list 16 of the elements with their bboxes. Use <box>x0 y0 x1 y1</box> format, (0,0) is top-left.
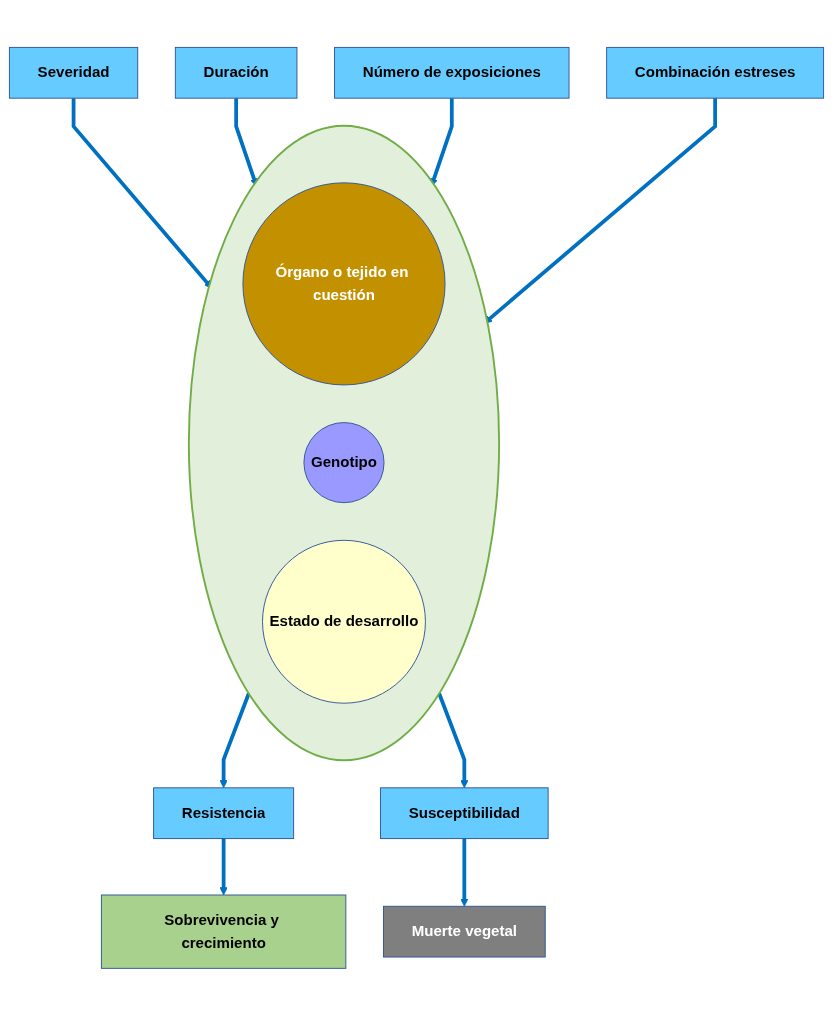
node-box: Duración <box>174 46 298 99</box>
arrow <box>219 838 228 895</box>
arrow <box>460 838 469 907</box>
cluster <box>187 124 501 761</box>
node-circle: Genotipo <box>303 421 385 503</box>
node-box: Combinación estreses <box>606 46 825 99</box>
arrow <box>219 692 251 788</box>
node-box: Número de exposiciones <box>334 46 570 99</box>
node-box: Resistencia <box>153 786 295 839</box>
arrow <box>437 692 469 788</box>
node-box: Sobrevivencia y crecimiento <box>100 894 347 969</box>
node-box: Severidad <box>8 46 139 99</box>
node-box: Susceptibilidad <box>380 786 549 839</box>
node-box: Muerte vegetal <box>382 905 546 958</box>
node-circle: Órgano o tejido en cuestión <box>242 181 446 386</box>
node-circle: Estado de desarrollo <box>262 539 426 704</box>
